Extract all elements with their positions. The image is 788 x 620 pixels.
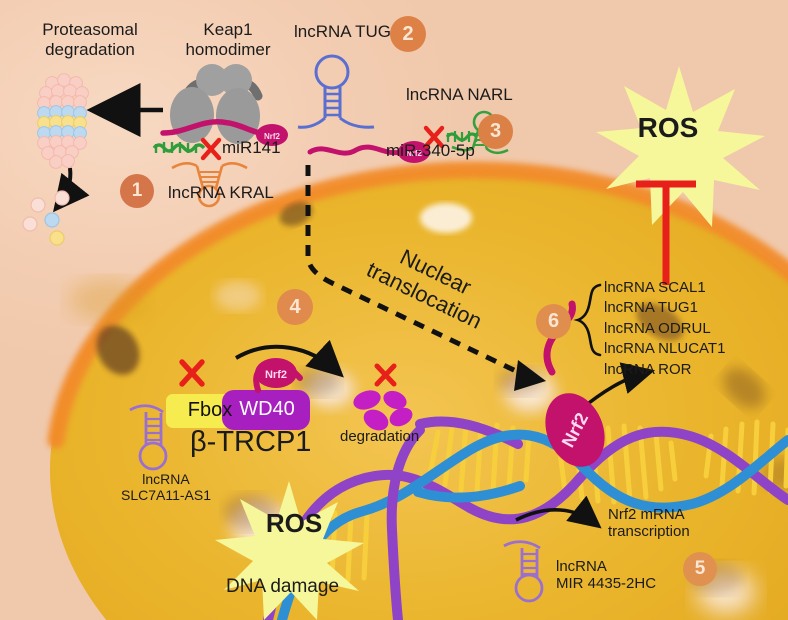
keap1-homodimer-icon: Nrf2 bbox=[160, 64, 288, 146]
inhibition-bar-icon bbox=[636, 180, 696, 285]
red-x-icon-mir340 bbox=[423, 125, 445, 149]
red-x-icon-btrcp1 bbox=[179, 359, 205, 387]
label-btrcp1: β-TRCP1 bbox=[190, 426, 312, 458]
svg-text:Nrf2: Nrf2 bbox=[265, 369, 287, 381]
ros-starburst-bottom-icon bbox=[215, 481, 364, 620]
badge-2: 2 bbox=[390, 16, 426, 52]
label-degradation: degradation bbox=[340, 428, 420, 445]
mir141-icon bbox=[152, 142, 206, 153]
list-item: lncRNA TUG1 bbox=[604, 299, 698, 317]
label-lncrna-tug1: lncRNA TUG1 bbox=[294, 22, 401, 41]
lncrna-kral-hairpin-icon bbox=[171, 161, 248, 208]
badge-4: 4 bbox=[277, 289, 313, 325]
label-mir-340-5p: miR-340-5p bbox=[386, 141, 475, 160]
lncrna-mir4435-hairpin-icon bbox=[503, 540, 544, 603]
cell-body-group bbox=[47, 161, 788, 620]
label-keap1-homodimer: Keap1 homodimer bbox=[185, 20, 271, 59]
label-lncrna-narl: lncRNA NARL bbox=[406, 85, 513, 104]
label-nrf2-mrna-transcription: Nrf2 mRNA transcription bbox=[608, 506, 690, 541]
badge-1: 1 bbox=[120, 174, 154, 208]
lncrna-tug1-hairpin-icon bbox=[297, 54, 375, 129]
label-mir141: miR141 bbox=[222, 138, 281, 157]
protein-fragments-icon bbox=[22, 190, 70, 246]
list-item: lncRNA ROR bbox=[604, 360, 692, 378]
badge-3: 3 bbox=[478, 114, 513, 149]
label-lncrna-slc7a11as1: lncRNA SLC7A11-AS1 bbox=[120, 471, 211, 504]
arrow-to-transcription bbox=[515, 495, 602, 529]
arrow-to-degradation bbox=[234, 339, 344, 378]
proteasome-barrel-icon bbox=[37, 73, 89, 169]
dashed-arrow-nuclear-translocation bbox=[305, 165, 546, 391]
red-x-icon-degradation bbox=[374, 363, 397, 387]
label-wd40: WD40 bbox=[239, 398, 295, 420]
list-item: lncRNA SCAL1 bbox=[604, 279, 706, 296]
label-ros-bottom: ROS bbox=[265, 508, 323, 538]
ros-starburst-top-icon bbox=[596, 66, 765, 227]
svg-text:Nrf2: Nrf2 bbox=[264, 132, 281, 141]
label-lncrna-mir4435: lncRNA MIR 4435-2HC bbox=[556, 558, 657, 593]
label-ros-top: ROS bbox=[637, 112, 699, 143]
red-x-icon-mir141 bbox=[200, 137, 222, 161]
list-item: lncRNA ODRUL bbox=[604, 319, 711, 337]
lncrna-list: lncRNA SCAL1 lncRNA TUG1 lncRNA ODRUL ln… bbox=[604, 278, 725, 380]
list-item: lncRNA NLUCAT1 bbox=[604, 340, 726, 358]
lncrna-slc7a11as1-hairpin-icon bbox=[129, 404, 168, 471]
svg-text:Nrf2: Nrf2 bbox=[406, 149, 423, 158]
label-fbox: Fbox bbox=[187, 399, 233, 421]
badge-6: 6 bbox=[536, 304, 571, 339]
label-dna-damage: DNA damage bbox=[226, 576, 340, 597]
label-proteasomal-degradation: Proteasomal degradation bbox=[42, 20, 138, 59]
btrcp1-complex-icon: Nrf2 bbox=[166, 358, 310, 430]
badge-5: 5 bbox=[683, 552, 717, 586]
nrf2-fragments-icon bbox=[353, 390, 413, 431]
label-lncrna-kral: lncRNA KRAL bbox=[168, 183, 274, 202]
mir-340-5p-icon bbox=[445, 131, 479, 142]
curly-brace-icon bbox=[573, 283, 602, 357]
free-nrf2-strand-icon: Nrf2 bbox=[307, 141, 430, 163]
